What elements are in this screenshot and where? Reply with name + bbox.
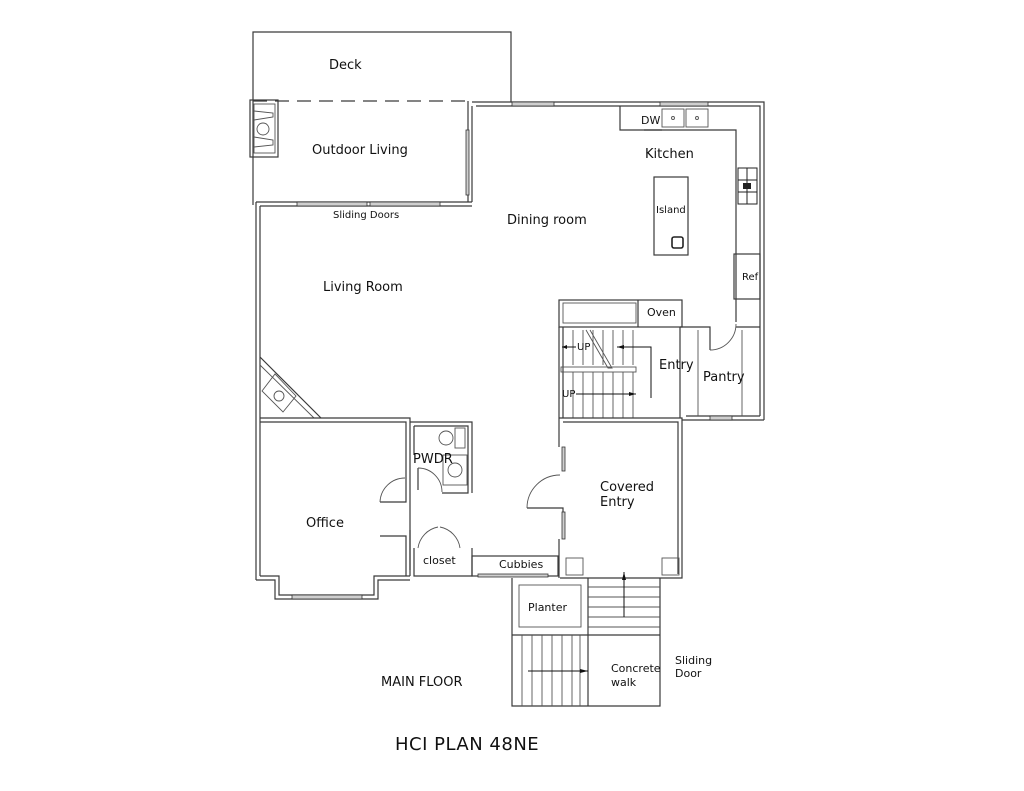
label-sliding-door-line1: Sliding [675,654,713,667]
floor-label: MAIN FLOOR [381,675,463,690]
label-sliding-doors: Sliding Doors [333,210,400,221]
stairs [558,323,760,418]
kitchen-fixtures [558,106,761,328]
label-cubbies: Cubbies [499,558,544,571]
label-concrete-walk-line2: walk [611,676,637,689]
corner-fireplace [259,356,322,419]
label-planter: Planter [528,601,568,614]
room-label-covered-entry-line1: Covered [600,480,655,495]
room-label-office: Office [306,516,344,531]
room-label-powder-room: PWDR [413,452,453,467]
label-stairs-up-upper: UP [577,342,591,353]
room-label-pantry: Pantry [703,370,745,385]
label-stairs-up-lower: UP [562,389,576,400]
covered-entry-walls [526,417,683,579]
label-dishwasher: DW [641,114,661,127]
room-label-closet: closet [423,554,456,567]
room-label-covered-entry-line2: Entry [600,495,635,510]
interior-walls-lower [260,417,559,578]
exterior-walls [255,101,765,600]
label-refrigerator: Ref [742,272,759,283]
plan-title: HCI PLAN 48NE [395,734,540,755]
label-sliding-door-line2: Door [675,667,702,680]
deck-outline [252,31,512,102]
label-oven: Oven [647,306,676,319]
label-concrete-walk-line1: Concrete [611,662,661,675]
room-label-dining-room: Dining room [507,213,587,228]
label-island: Island [656,205,686,216]
room-label-kitchen: Kitchen [645,147,694,162]
outdoor-living-outline [249,99,473,205]
room-label-entry: Entry [659,358,694,373]
room-label-deck: Deck [329,58,362,73]
room-label-living-room: Living Room [323,280,403,295]
front-steps-and-walk [511,572,661,707]
room-label-outdoor-living: Outdoor Living [312,143,408,158]
